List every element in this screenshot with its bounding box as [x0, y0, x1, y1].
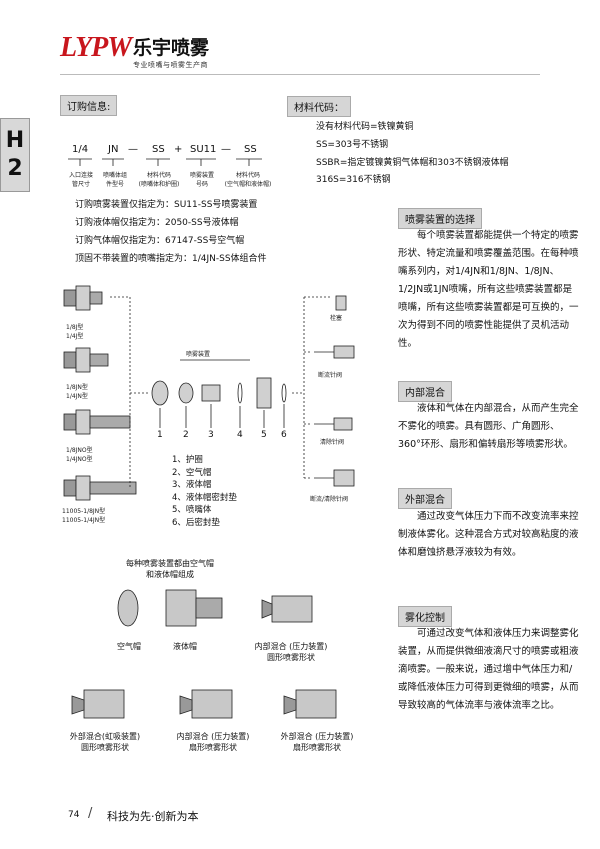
material-line: SS=303号不锈钢 [316, 140, 389, 150]
diagram-label-shutoff: 断流针阀 [318, 372, 343, 379]
material-line: SSBR=指定镀镍黄铜气体帽和303不锈钢液体帽 [316, 158, 509, 168]
brand-logo: LYPW [60, 32, 132, 63]
nozzle-body-11005-icon [63, 475, 137, 501]
part-number: 1 [157, 430, 163, 440]
part-number: 2 [183, 430, 189, 440]
material-line: 没有材料代码=铁镍黄铜 [316, 122, 414, 132]
shutoff-cleanout-needle-icon [314, 469, 355, 487]
caption-internal-round: 内部混合 (压力装置) 圆形喷雾形状 [254, 642, 328, 662]
internal-round-nozzle-icon [261, 595, 313, 623]
caption-air-cap: 空气帽 [117, 642, 141, 651]
ordering-line: 顶固不带装置的喷嘴指定为：1/4JN-SS体组合件 [75, 254, 267, 264]
brand-tagline: 专业喷嘴与喷雾生产商 [133, 61, 208, 69]
ordering-line: 订购气体帽仅指定为：67147-SS号空气帽 [75, 236, 245, 246]
section-text-internal: 液体和气体在内部混合，从而产生完全不雾化的喷雾。具有圆形、广角圆形、360°环形… [398, 403, 579, 450]
code-part-cap-material: SS [244, 144, 257, 155]
liquid-cap-gasket-icon [237, 382, 243, 404]
diagram-label-cleanout: 清除针阀 [320, 439, 345, 446]
legend-item: 4、液体帽密封垫 [172, 492, 237, 503]
external-siphon-nozzle-icon [71, 689, 125, 719]
diagram-label-jno: 1/8JNO型 1/4JNO型 [66, 447, 93, 463]
part-number: 5 [261, 430, 267, 440]
legend-item: 5、喷嘴体 [172, 505, 212, 515]
code-part-material: SS [152, 144, 165, 155]
header-rule [60, 74, 540, 75]
section-heading-atomization: 雾化控制 [398, 606, 452, 627]
liquid-cap-photo-icon [165, 589, 223, 627]
caption-liquid-cap: 液体帽 [173, 642, 197, 651]
ordering-line: 订购喷雾装置仅指定为：SU11-SS号喷雾装置 [75, 200, 258, 210]
code-caption-cap-material: 材料代码 (空气帽和液体帽) [224, 172, 272, 188]
code-caption-setup: 喷雾装置 号码 [189, 172, 214, 188]
code-connector-lines [68, 158, 262, 166]
code-caption-material: 材料代码 (喷嘴体和护圈) [138, 172, 180, 188]
rear-gasket-icon [281, 383, 287, 403]
legend-item: 1、护圈 [172, 455, 203, 465]
liquid-cap-icon [201, 384, 221, 402]
section-tab-number: 2 [7, 156, 23, 181]
footer-slash: / [88, 806, 93, 821]
part-number: 6 [281, 430, 287, 440]
caption-external-fan: 外部混合 (压力装置) 扇形喷雾形状 [280, 732, 354, 752]
air-cap-photo-icon [117, 589, 139, 627]
code-dash: — [128, 144, 138, 155]
cleanout-needle-icon [314, 417, 353, 431]
diagram-label-jn: 1/8JN型 1/4JN型 [66, 384, 88, 400]
caption-internal-fan: 内部混合 (压力装置) 扇形喷雾形状 [176, 732, 250, 752]
ordering-heading: 订购信息: [60, 95, 118, 116]
code-caption-body: 喷嘴体组 件型号 [102, 172, 127, 188]
page-number: 74 [68, 810, 80, 820]
external-fan-nozzle-icon [283, 689, 337, 719]
diagram-label-plug: 栓塞 [330, 315, 343, 322]
footer-slogan: 科技为先·创新为本 [107, 810, 199, 823]
nozzle-body-part-icon [256, 377, 272, 409]
section-heading-internal: 内部混合 [398, 381, 452, 402]
section-tab: H 2 [0, 118, 30, 192]
plug-icon [335, 295, 347, 311]
diagram-header-setup: 喷雾装置 [186, 351, 211, 358]
legend-item: 6、后密封垫 [172, 517, 220, 528]
code-part-setup: SU11 [190, 144, 217, 155]
diagram-label-shutoff-cleanout: 断流/清除针阀 [310, 496, 349, 503]
code-plus: + [174, 144, 183, 155]
code-caption-size: 入口连接 管尺寸 [68, 172, 93, 188]
parts-legend: 1、护圈 2、空气帽 3、液体帽 4、液体帽密封垫 5、喷嘴体 6、后密封垫 [172, 454, 237, 529]
section-text-selection: 每个喷雾装置都能提供一个特定的喷雾形状、特定流量和喷雾覆盖范围。在每种喷嘴系列内… [398, 230, 579, 349]
bottom-figure-title: 每种喷雾装置都由空气帽 和液体帽组成 [126, 559, 214, 579]
code-part-body: JN [108, 144, 119, 155]
part-number: 4 [237, 430, 243, 440]
diagram-label-j: 1/8J型 1/4J型 [66, 324, 84, 340]
section-tab-letter: H [5, 128, 25, 153]
material-line: 316S=316不锈钢 [316, 175, 391, 185]
section-text-atomization: 可通过改变气体和液体压力来调整雾化装置，从而提供微细液滴尺寸的喷雾或粗液滴喷雾。… [398, 628, 579, 711]
shutoff-needle-icon [314, 345, 355, 359]
part-number: 3 [208, 430, 214, 440]
nozzle-body-jno-icon [63, 409, 131, 435]
internal-fan-nozzle-icon [179, 689, 233, 719]
nozzle-body-j-icon [63, 285, 103, 311]
code-dash: — [221, 144, 231, 155]
brand-name: 乐宇喷雾 [133, 37, 210, 59]
air-cap-icon [178, 382, 194, 404]
diagram-label-11005: 11005-1/8JN型 11005-1/4JN型 [62, 508, 106, 524]
legend-item: 2、空气帽 [172, 467, 212, 478]
section-heading-external: 外部混合 [398, 488, 452, 509]
legend-item: 3、液体帽 [172, 480, 212, 490]
code-part-size: 1/4 [72, 144, 89, 155]
section-text-external: 通过改变气体压力下而不改变流率来控制液体雾化。这种混合方式对较高粘度的液体和磨蚀… [398, 511, 579, 558]
retainer-ring-icon [151, 380, 169, 406]
ordering-line: 订购液体帽仅指定为：2050-SS号液体帽 [75, 218, 239, 228]
materials-heading: 材料代码： [287, 96, 351, 117]
caption-external-siphon-round: 外部混合(虹吸装置) 圆形喷雾形状 [69, 732, 141, 752]
nozzle-body-jn-icon [63, 347, 109, 373]
section-heading-selection: 喷雾装置的选择 [398, 208, 482, 229]
